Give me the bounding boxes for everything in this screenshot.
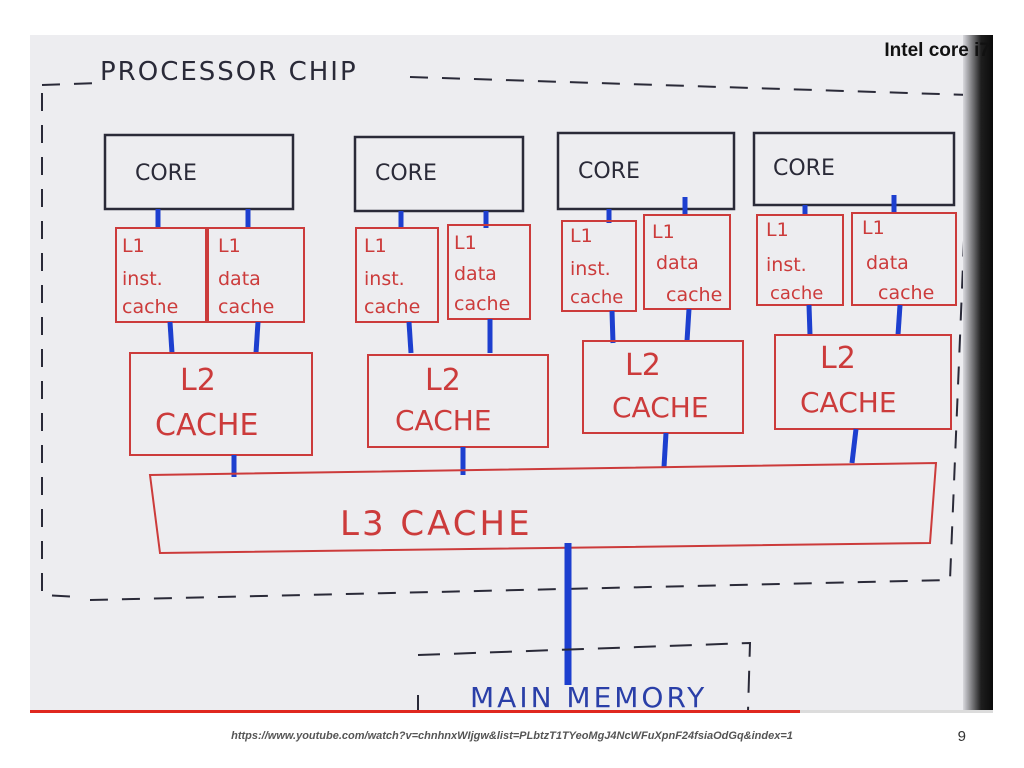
l3-cache-box xyxy=(148,461,938,555)
l1-inst-line-1: L1 xyxy=(570,225,593,247)
l2-label-line-2: CACHE xyxy=(612,391,709,424)
l3-cache: L3 CACHE xyxy=(148,461,938,555)
l1-inst-line-3: cache xyxy=(364,296,420,318)
l2-label-line-1: L2 xyxy=(425,363,461,398)
core-box xyxy=(556,131,736,211)
l1-inst-line-2: inst. xyxy=(766,254,807,276)
l1-inst-cache-box xyxy=(561,220,637,312)
l1-inst-line-2: inst. xyxy=(570,258,611,280)
l1-inst-line-1: L1 xyxy=(122,235,145,257)
l1-inst-line-3: cache xyxy=(570,287,623,308)
video-progress-fill xyxy=(30,710,801,713)
main-memory: MAIN MEMORY xyxy=(417,641,752,711)
l1-data-line-3: cache xyxy=(666,284,722,306)
l3-cache-label: L3 CACHE xyxy=(340,504,533,544)
core-column-4: CORE L1 inst. cache L1 data cache L2 CAC… xyxy=(752,131,957,464)
l2-label-line-1: L2 xyxy=(820,341,856,376)
core-box xyxy=(103,133,295,211)
l2-cache-box xyxy=(774,334,952,430)
l1-data-line-1: L1 xyxy=(652,221,675,243)
core-label: CORE xyxy=(135,161,197,186)
core-column-1: CORE L1 inst. cache L1 data cache L2 CAC… xyxy=(103,133,313,477)
video-frame[interactable]: PROCESSOR CHIP CORE L1 inst. cache L1 da… xyxy=(30,35,993,711)
page-number: 9 xyxy=(957,728,966,745)
l1-inst-line-2: inst. xyxy=(122,268,163,290)
l2-cache-box xyxy=(582,340,744,434)
l1-inst-cache-box xyxy=(115,227,207,323)
l1-inst-line-2: inst. xyxy=(364,268,405,290)
cache-hierarchy-diagram: PROCESSOR CHIP CORE L1 inst. cache L1 da… xyxy=(41,57,972,711)
l2-cache-box xyxy=(129,352,313,456)
core-column-3: CORE L1 inst. cache L1 data cache L2 CAC… xyxy=(556,131,744,468)
core-label: CORE xyxy=(578,159,640,184)
l1-data-line-2: data xyxy=(218,268,261,290)
main-memory-label: MAIN MEMORY xyxy=(470,681,707,711)
core-box xyxy=(353,135,525,213)
l1-data-line-2: data xyxy=(866,252,909,274)
core-label: CORE xyxy=(773,156,835,181)
l2-label-line-2: CACHE xyxy=(395,404,492,437)
l2-label-line-1: L2 xyxy=(180,363,216,398)
l1-inst-cache-box xyxy=(355,227,439,323)
l1-data-line-1: L1 xyxy=(862,217,885,239)
core-column-2: CORE L1 inst. cache L1 data cache L2 CAC… xyxy=(353,135,549,475)
core-label: CORE xyxy=(375,161,437,186)
l2-label-line-1: L2 xyxy=(625,348,661,383)
processor-chip-boundary xyxy=(41,76,972,601)
core-box xyxy=(752,131,956,207)
l1-data-line-3: cache xyxy=(454,293,510,315)
l1-data-line-3: cache xyxy=(218,296,274,318)
l1-data-line-2: data xyxy=(656,252,699,274)
slide-title: Intel core i7 xyxy=(884,40,990,61)
l1-inst-line-3: cache xyxy=(122,296,178,318)
l1-data-line-1: L1 xyxy=(454,232,477,254)
l1-inst-cache-box xyxy=(756,214,844,306)
l2-label-line-2: CACHE xyxy=(155,408,258,443)
l1-data-line-3: cache xyxy=(878,282,934,304)
l2-cache-box xyxy=(367,354,549,448)
frame-edge-shadow xyxy=(963,35,993,711)
l2-label-line-2: CACHE xyxy=(800,386,897,419)
l1-data-cache-box xyxy=(851,212,957,306)
l1-data-line-1: L1 xyxy=(218,235,241,257)
processor-chip-label: PROCESSOR CHIP xyxy=(100,57,358,87)
l1-inst-line-1: L1 xyxy=(364,235,387,257)
video-progress-bar[interactable] xyxy=(30,710,993,713)
l1-data-line-2: data xyxy=(454,263,497,285)
l1-inst-line-1: L1 xyxy=(766,219,789,241)
source-url[interactable]: https://www.youtube.com/watch?v=chnhnxWI… xyxy=(231,730,793,742)
l1-inst-line-3: cache xyxy=(770,283,823,304)
